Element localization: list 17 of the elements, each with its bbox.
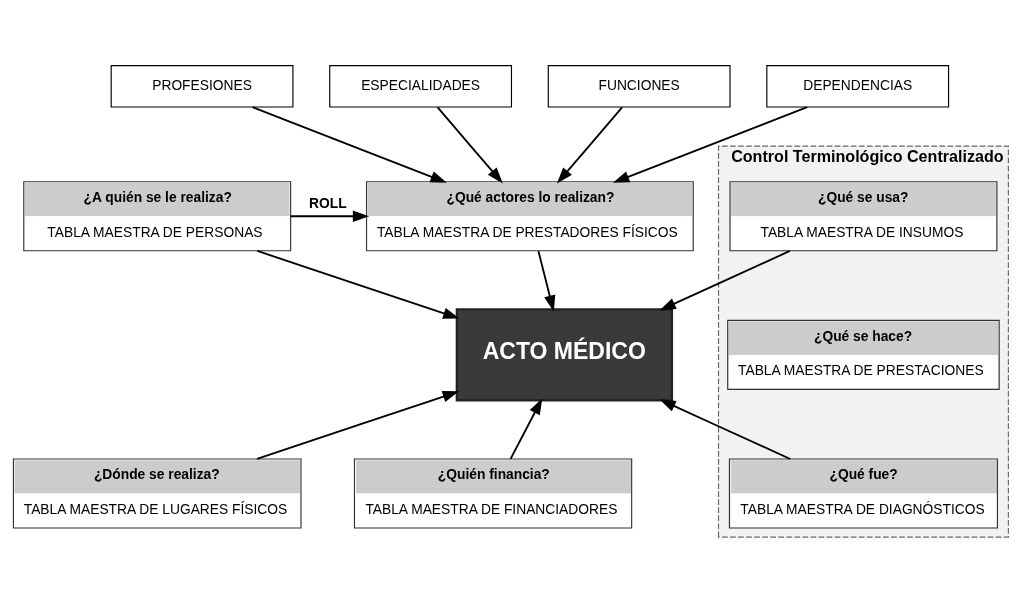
node-box: ACTO MÉDICO bbox=[455, 308, 674, 402]
arrow bbox=[659, 250, 791, 311]
arrow bbox=[256, 250, 460, 319]
arrow bbox=[289, 210, 370, 222]
arrow bbox=[612, 106, 809, 183]
arrow bbox=[256, 391, 459, 460]
node-box: PROFESIONES bbox=[110, 65, 294, 108]
arrow bbox=[537, 250, 556, 312]
node-box: ESPECIALIDADES bbox=[329, 65, 513, 108]
arrow bbox=[436, 106, 503, 184]
node-box: FUNCIONES bbox=[547, 65, 731, 108]
arrow bbox=[556, 106, 623, 184]
arrow bbox=[659, 399, 792, 460]
arrow bbox=[251, 106, 447, 183]
node-box: DEPENDENCIAS bbox=[766, 65, 950, 108]
edge-label: ROLL bbox=[309, 195, 347, 211]
arrow bbox=[509, 398, 543, 460]
